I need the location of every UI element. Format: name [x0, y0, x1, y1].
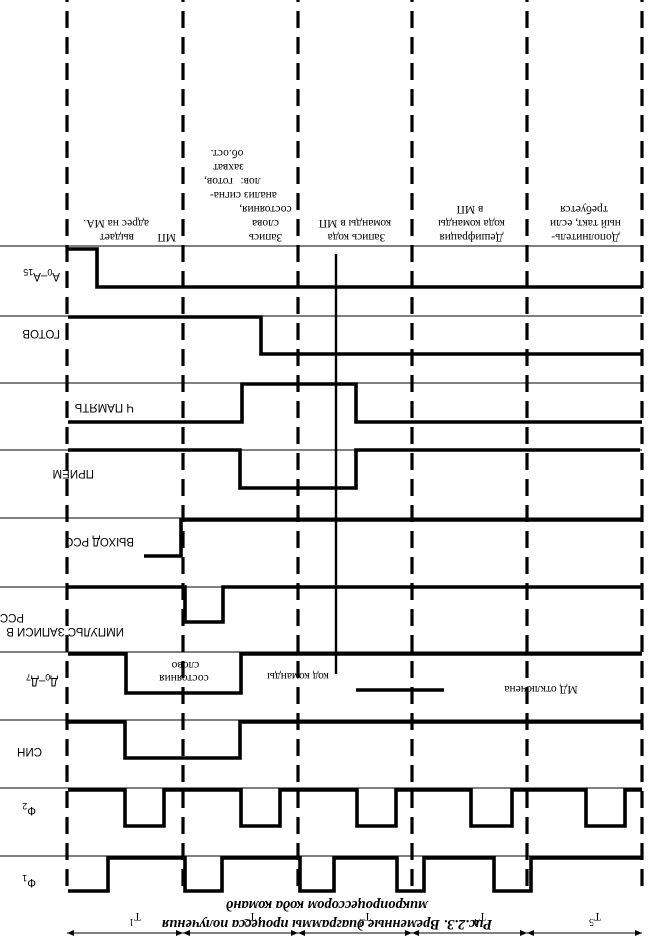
- bus-note-bus-off: МД отключена: [504, 683, 577, 695]
- wave-vyhod-rss: [144, 518, 642, 558]
- label-phi2: Ф2: [22, 801, 36, 816]
- label-vyhod-rss: ВЫХОД РСС: [65, 535, 134, 547]
- wave-impuls-zapisi: [68, 585, 642, 624]
- label-sin: СИН: [17, 745, 42, 757]
- label-gotov: ГОТОВ: [22, 327, 60, 339]
- period-ruler: T5 T4 T3 T2 T1: [67, 910, 642, 936]
- wave-phi2: [68, 788, 642, 828]
- caption-line2: микропроцессором кода команд: [226, 897, 429, 913]
- bus-note-command-code: код команды: [267, 670, 329, 682]
- wave-d0-d7-bus: [68, 652, 642, 695]
- wave-ch-pamyat: [68, 382, 642, 424]
- label-phi1: Ф1: [22, 873, 36, 888]
- tick-label-t4: T4: [474, 910, 486, 927]
- tact-boundaries: [65, 0, 644, 886]
- wave-sin: [68, 720, 642, 760]
- phase-t3-description: Запись кода команды в МП: [319, 217, 391, 243]
- label-a0-a15: А0–А15: [23, 267, 60, 282]
- phase-t5-description: Дополнитель- ный такт, если требуется: [547, 203, 621, 243]
- tick-label-t5: T5: [589, 910, 601, 927]
- label-priem: ПРИЕМ: [53, 467, 94, 479]
- phase-t2-description: Запись слова состояния, анализ сигна- ло…: [201, 147, 292, 243]
- wave-gotov: [68, 315, 642, 356]
- phase-descriptions: Дополнитель- ный такт, если требуется Де…: [83, 147, 621, 243]
- label-ch-pamyat: Ч ПАМЯТЬ: [75, 401, 134, 413]
- label-d0-d7: Д0–Д7: [26, 672, 58, 687]
- tick-label-t3: T3: [359, 910, 371, 927]
- wave-a0-a15: [68, 247, 642, 289]
- label-impuls-zapisi: ИМПУЛЬС ЗАПИСИ В РСС: [0, 611, 124, 637]
- phase-t4-description: Дешифрация кода команды в МП: [435, 203, 505, 243]
- signal-labels: А0–А15 ГОТОВ Ч ПАМЯТЬ ПРИЕМ ВЫХОД РСС ИМ…: [0, 267, 134, 888]
- waveforms: [68, 247, 642, 893]
- bus-note-status-word: слово состояния: [159, 659, 209, 684]
- period-ruler-arrows: [67, 930, 642, 936]
- phase-t1-description: МП выдает адрес на МА.: [83, 217, 176, 243]
- wave-phi1: [68, 856, 642, 893]
- tick-label-t1: T1: [129, 910, 141, 927]
- baselines: [0, 245, 642, 857]
- caption-line1: Рис.2.3. Временные диаграммы процесса по…: [162, 916, 492, 932]
- wave-priem: [68, 448, 640, 490]
- tick-label-t2: T2: [244, 910, 256, 927]
